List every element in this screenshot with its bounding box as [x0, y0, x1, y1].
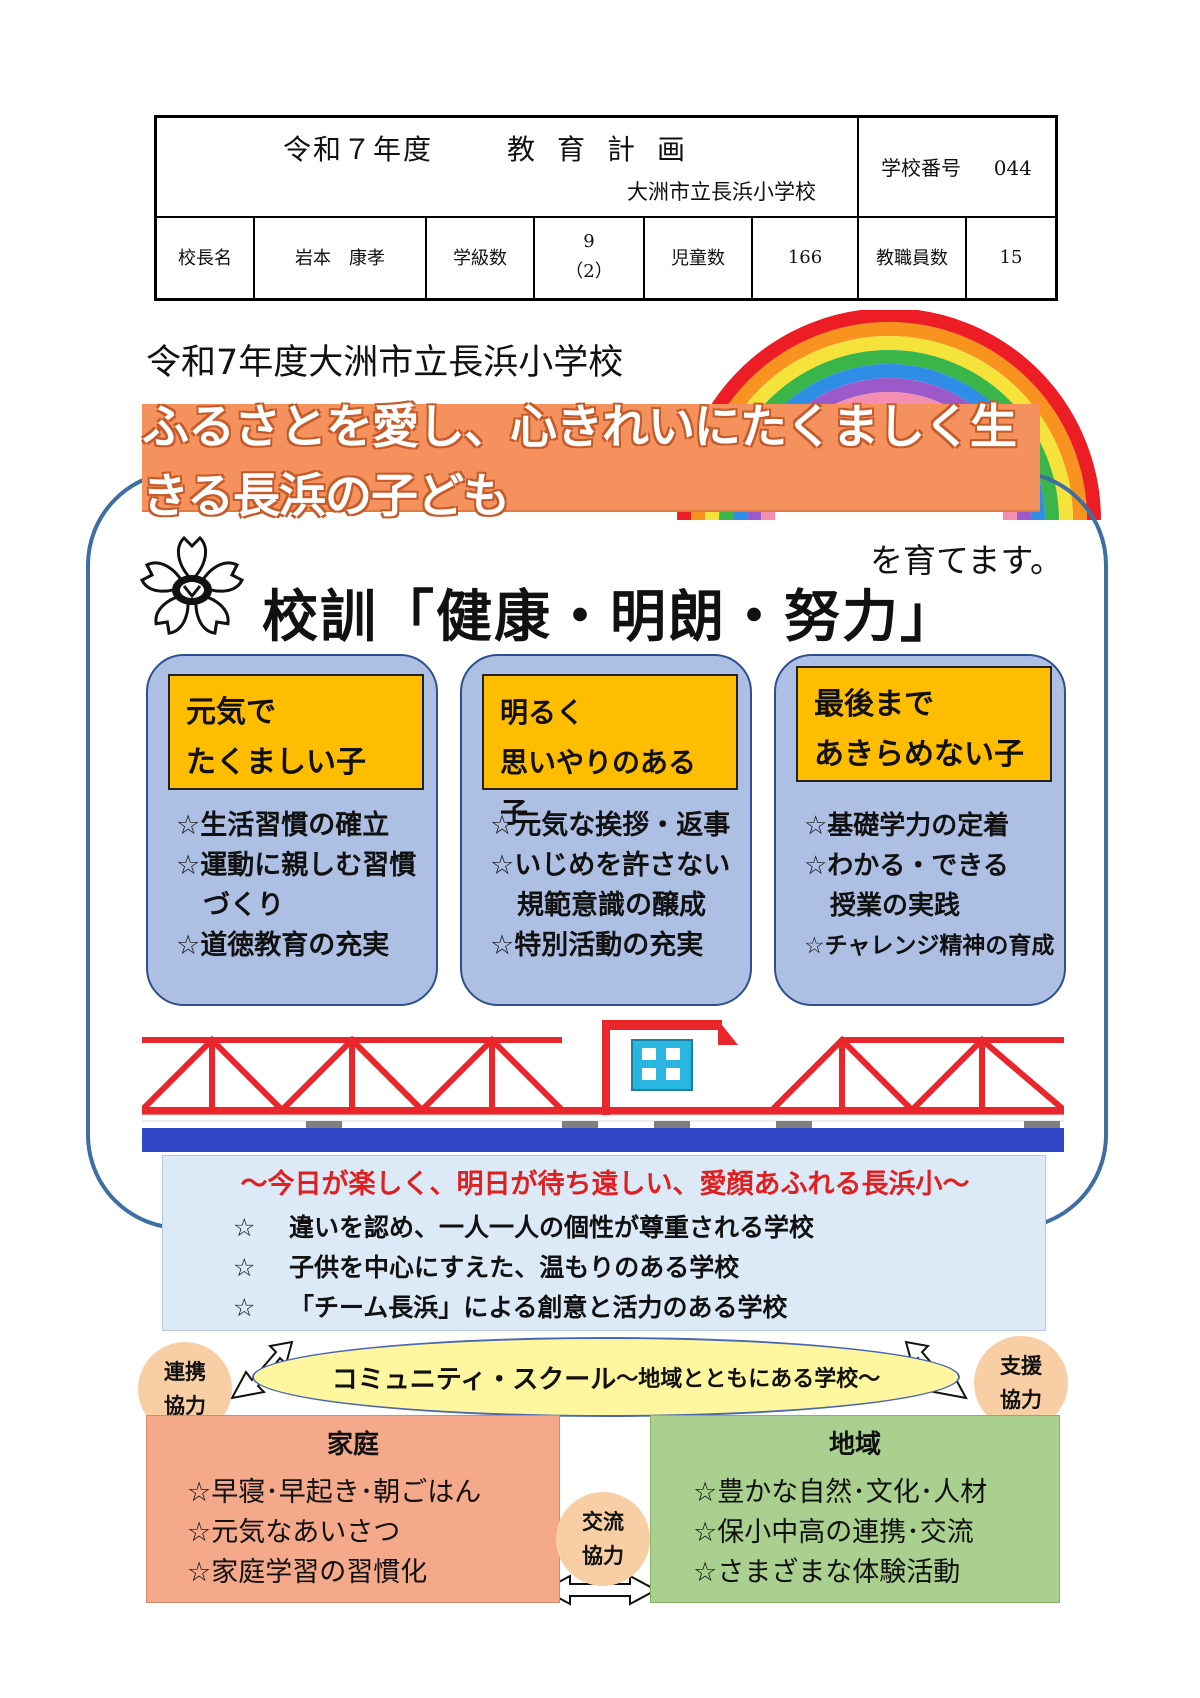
staff-label: 教職員数 — [857, 216, 965, 298]
students-label: 児童数 — [643, 216, 751, 298]
home-box: 家庭 ☆早寝･早起き･朝ごはん ☆元気なあいさつ ☆家庭学習の習慣化 — [146, 1415, 560, 1603]
list-item: 授業の実践 — [804, 891, 961, 921]
goal-head-1: 元気で たくましい子 — [168, 674, 424, 790]
poster-title: 令和7年度大洲市立長浜小学校 — [146, 343, 624, 383]
principal-label: 校長名 — [178, 248, 232, 269]
school-number: 044 — [993, 156, 1032, 180]
vision-item: ☆子供を中心にすえた、温もりのある学校 — [233, 1253, 740, 1282]
principal-name: 岩本 康孝 — [253, 216, 425, 298]
students-value: 166 — [751, 216, 857, 298]
classes-sub: （2） — [565, 261, 613, 282]
header-row-info: 校長名 岩本 康孝 学級数 9 （2） 児童数 166 教職員数 15 — [157, 216, 1055, 298]
list-item: 規範意識の醸成 — [490, 890, 706, 921]
plan-name: 教育計画 — [507, 133, 708, 166]
slogan-banner: ふるさとを愛し、心きれいにたくましく生きる長浜の子ども — [142, 400, 1040, 524]
school-motto: 校訓「健康・明朗・努力」 — [262, 585, 958, 650]
classes-label: 学級数 — [425, 216, 533, 298]
header-table: 令和７年度 教育計画 大洲市立長浜小学校 学校番号 044 校長名 岩本 康孝 … — [154, 115, 1058, 301]
list-item: ☆特別活動の充実 — [490, 930, 704, 961]
vision-title: ～今日が楽しく、明日が待ち遠しい、愛顔あふれる長浜小～ — [240, 1169, 970, 1200]
list-item: ☆元気な挨拶・返事 — [490, 810, 731, 841]
classes-cell: 9 （2） — [533, 216, 643, 298]
goal-items-2: ☆元気な挨拶・返事 ☆いじめを許さない 規範意識の醸成 ☆特別活動の充実 — [490, 806, 752, 966]
support-bubble-right: 支援 協力 — [974, 1336, 1068, 1430]
vision-box: ～今日が楽しく、明日が待ち遠しい、愛顔あふれる長浜小～ ☆違いを認め、一人一人の… — [162, 1155, 1046, 1331]
goal-column-1: 元気で たくましい子 ☆生活習慣の確立 ☆運動に親しむ習慣 づくり ☆道徳教育の… — [146, 654, 438, 1006]
list-item: ☆保小中高の連携･交流 — [693, 1517, 974, 1548]
list-item: ☆家庭学習の習慣化 — [187, 1557, 428, 1588]
plan-year: 令和７年度 — [283, 133, 434, 166]
list-item: ☆いじめを許さない — [490, 850, 731, 881]
list-item: ☆チャレンジ精神の育成 — [804, 933, 1055, 959]
list-item: ☆道徳教育の充実 — [176, 930, 390, 961]
list-item: ☆早寝･早起き･朝ごはん — [187, 1477, 482, 1508]
school-emblem-icon — [139, 535, 245, 635]
goal-column-3: 最後まで あきらめない子 ☆基礎学力の定着 ☆わかる・できる 授業の実践 ☆チャ… — [774, 654, 1066, 1006]
goal-items-3: ☆基礎学力の定着 ☆わかる・できる 授業の実践 ☆チャレンジ精神の育成 — [804, 806, 1066, 966]
vision-item: ☆「チーム長浜」による創意と活力のある学校 — [233, 1293, 788, 1322]
vision-item: ☆違いを認め、一人一人の個性が尊重される学校 — [233, 1213, 815, 1242]
goal-head-2: 明るく 思いやりのある子 — [482, 674, 738, 829]
list-item: ☆豊かな自然･文化･人材 — [693, 1477, 988, 1508]
area-title: 地域 — [828, 1430, 881, 1460]
slogan-suffix: を育てます。 — [870, 541, 1064, 580]
list-item: ☆基礎学力の定着 — [804, 811, 1010, 841]
home-title: 家庭 — [326, 1430, 379, 1460]
list-item: ☆元気なあいさつ — [187, 1517, 401, 1548]
list-item: ☆運動に親しむ習慣 — [176, 850, 417, 881]
school-number-label: 学校番号 — [881, 156, 961, 180]
list-item: ☆生活習慣の確立 — [176, 810, 390, 841]
school-number-cell: 学校番号 044 — [857, 118, 1057, 216]
list-item: づくり — [176, 890, 284, 921]
staff-value: 15 — [965, 216, 1055, 298]
exchange-bubble-center: 交流 協力 — [556, 1492, 650, 1586]
goal-column-2: 明るく 思いやりのある子 ☆元気な挨拶・返事 ☆いじめを許さない 規範意識の醸成… — [460, 654, 752, 1006]
goal-items-1: ☆生活習慣の確立 ☆運動に親しむ習慣 づくり ☆道徳教育の充実 — [176, 806, 438, 966]
goal-head-3: 最後まで あきらめない子 — [796, 666, 1052, 782]
school-name: 大洲市立長浜小学校 — [627, 180, 816, 204]
list-item: ☆さまざまな体験活動 — [693, 1557, 961, 1588]
bridge-image — [142, 1020, 1064, 1152]
list-item: ☆わかる・できる — [804, 851, 1009, 881]
header-row-title: 令和７年度 教育計画 大洲市立長浜小学校 学校番号 044 — [157, 118, 1055, 218]
community-school-label: コミュニティ・スクール～地域とともにある学校～ — [252, 1337, 960, 1417]
area-box: 地域 ☆豊かな自然･文化･人材 ☆保小中高の連携･交流 ☆さまざまな体験活動 — [650, 1415, 1060, 1603]
classes-value: 9 — [583, 231, 595, 252]
